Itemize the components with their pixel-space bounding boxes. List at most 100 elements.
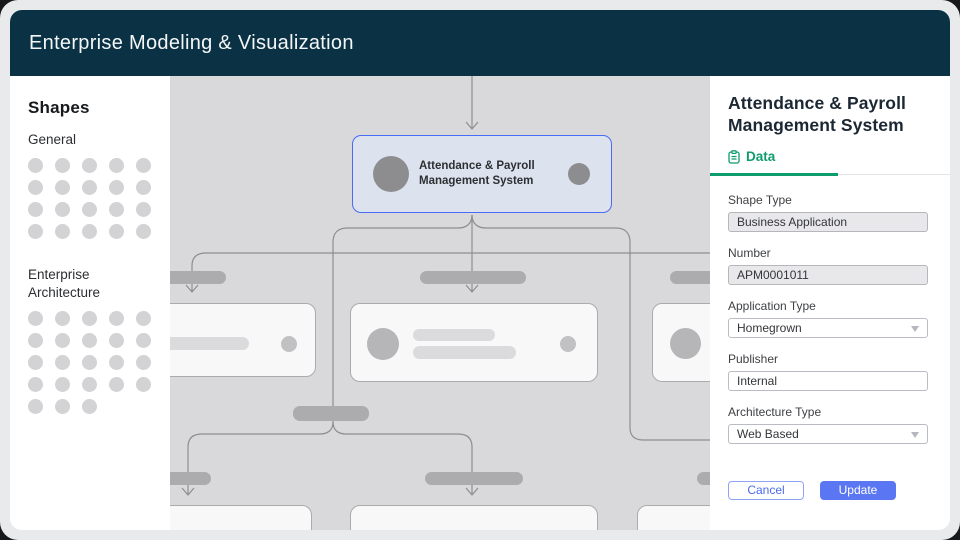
connector-lines (181, 76, 710, 496)
shape-dot[interactable] (136, 180, 151, 195)
shapes-sidebar: Shapes General Enterprise Architecture (10, 76, 170, 530)
panel-title: Attendance & Payroll Management System (728, 93, 907, 135)
shape-dot[interactable] (136, 355, 151, 370)
shape-dot[interactable] (109, 158, 124, 173)
shape-dot[interactable] (82, 333, 97, 348)
shape-palette-general (28, 158, 158, 239)
connector-label-pill (170, 271, 226, 284)
shape-dot[interactable] (136, 377, 151, 392)
properties-panel: Attendance & Payroll Management System D… (710, 76, 950, 530)
placeholder-dot (281, 336, 297, 352)
placeholder-dot (560, 336, 576, 352)
shape-dot[interactable] (82, 180, 97, 195)
connector-label-pill (170, 472, 211, 485)
shape-dot[interactable] (136, 333, 151, 348)
shape-dot[interactable] (55, 399, 70, 414)
connector-label-pill (293, 406, 369, 421)
diagram-node-placeholder[interactable] (170, 303, 316, 377)
shape-dot[interactable] (109, 202, 124, 217)
shape-dot[interactable] (55, 355, 70, 370)
shape-dot[interactable] (55, 224, 70, 239)
placeholder-icon-circle (670, 328, 701, 359)
application-type-value: Homegrown (737, 321, 802, 335)
diagram-node-placeholder[interactable] (350, 303, 598, 382)
node-status-dot (568, 163, 590, 185)
active-tab-underline (710, 173, 838, 176)
shape-dot[interactable] (28, 377, 43, 392)
shape-dot[interactable] (28, 399, 43, 414)
shape-dot[interactable] (28, 180, 43, 195)
diagram-node-placeholder[interactable] (637, 505, 710, 530)
shape-dot[interactable] (82, 158, 97, 173)
clipboard-icon (728, 149, 740, 164)
number-field (728, 265, 928, 285)
tab-data-label: Data (746, 149, 776, 164)
diagram-node-placeholder[interactable] (350, 505, 598, 530)
chevron-down-icon (911, 432, 919, 438)
placeholder-text-bar (413, 346, 516, 359)
shape-dot[interactable] (136, 311, 151, 326)
shape-dot[interactable] (55, 333, 70, 348)
data-form: Shape Type Number Application Type Homeg… (710, 175, 950, 500)
shape-dot[interactable] (109, 377, 124, 392)
architecture-type-select[interactable]: Web Based (728, 424, 928, 444)
publisher-field[interactable] (728, 371, 928, 391)
sidebar-title: Shapes (28, 98, 90, 117)
shape-dot[interactable] (109, 311, 124, 326)
shape-dot[interactable] (82, 202, 97, 217)
node-label: Attendance & Payroll Management System (419, 160, 535, 187)
shape-palette-enterprise-architecture (28, 311, 158, 414)
connector-label-pill (697, 472, 710, 485)
shape-dot[interactable] (109, 333, 124, 348)
shape-dot[interactable] (55, 311, 70, 326)
diagram-canvas[interactable]: Attendance & Payroll Management System (170, 76, 710, 530)
shape-dot[interactable] (82, 355, 97, 370)
shape-dot[interactable] (109, 180, 124, 195)
field-label-architecture-type: Architecture Type (728, 405, 822, 419)
diagram-node-placeholder[interactable] (170, 505, 312, 530)
shape-dot[interactable] (28, 355, 43, 370)
form-actions: Cancel Update (728, 481, 896, 500)
node-icon-circle (373, 156, 409, 192)
shape-section-general-label: General (28, 132, 77, 147)
shape-dot[interactable] (82, 377, 97, 392)
update-button[interactable]: Update (820, 481, 896, 500)
shape-dot[interactable] (28, 202, 43, 217)
architecture-type-value: Web Based (737, 427, 799, 441)
placeholder-icon-circle (367, 328, 399, 360)
connector-label-pill (420, 271, 526, 284)
selected-node-attendance-payroll[interactable]: Attendance & Payroll Management System (352, 135, 612, 213)
shape-dot[interactable] (82, 399, 97, 414)
app-window: Enterprise Modeling & Visualization Shap… (10, 10, 950, 530)
shape-dot[interactable] (28, 311, 43, 326)
shape-dot[interactable] (28, 333, 43, 348)
shape-dot[interactable] (136, 202, 151, 217)
shape-dot[interactable] (28, 158, 43, 173)
shape-dot[interactable] (82, 224, 97, 239)
shape-dot[interactable] (109, 224, 124, 239)
tab-data[interactable]: Data (728, 149, 775, 164)
application-type-select[interactable]: Homegrown (728, 318, 928, 338)
shape-dot[interactable] (28, 224, 43, 239)
app-title: Enterprise Modeling & Visualization (29, 32, 354, 54)
shape-dot[interactable] (109, 355, 124, 370)
shape-dot[interactable] (55, 202, 70, 217)
connector-label-pill (425, 472, 523, 485)
shape-type-field (728, 212, 928, 232)
shape-dot[interactable] (82, 311, 97, 326)
app-header: Enterprise Modeling & Visualization (10, 10, 950, 76)
diagram-node-placeholder[interactable] (652, 303, 710, 382)
shape-dot[interactable] (55, 158, 70, 173)
shape-dot[interactable] (55, 377, 70, 392)
cancel-button[interactable]: Cancel (728, 481, 804, 500)
shape-dot[interactable] (136, 158, 151, 173)
panel-tabs: Data (710, 149, 950, 176)
shape-dot[interactable] (55, 180, 70, 195)
shape-dot[interactable] (136, 224, 151, 239)
chevron-down-icon (911, 326, 919, 332)
connector-label-pill (670, 271, 710, 284)
field-label-application-type: Application Type (728, 299, 816, 313)
placeholder-text-bar (170, 337, 249, 350)
field-label-publisher: Publisher (728, 352, 779, 366)
